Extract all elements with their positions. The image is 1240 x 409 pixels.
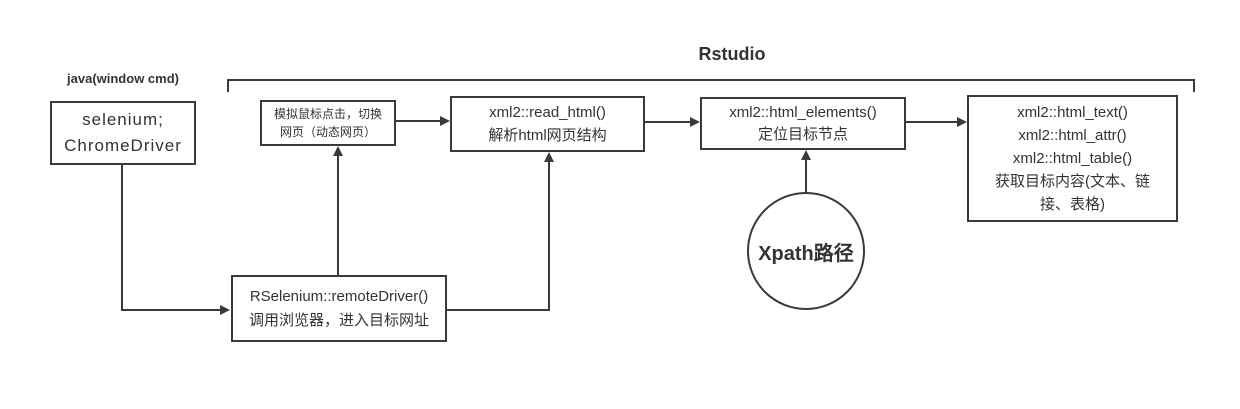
arrowhead-readhtml-to-elements-icon	[690, 117, 700, 127]
html-elements-box: xml2::html_elements() 定位目标节点	[700, 97, 906, 150]
html-elements-line1: xml2::html_elements()	[729, 103, 877, 121]
extract-content-line4: 获取目标内容(文本、链	[995, 173, 1150, 190]
html-elements-line2: 定位目标节点	[757, 125, 848, 143]
arrowhead-simulate-to-readhtml-icon	[440, 116, 450, 126]
connector-elements-to-extract-line	[906, 121, 959, 123]
selenium-chromedriver-box: selenium; ChromeDriver	[50, 101, 196, 165]
java-environment-label: java(window cmd)	[67, 71, 179, 86]
selenium-box-line1: selenium;	[82, 110, 164, 129]
connector-selenium-to-remotedriver-line	[121, 309, 221, 311]
connector-remotedriver-right-line	[447, 309, 550, 311]
arrowhead-elements-to-extract-icon	[957, 117, 967, 127]
extract-content-line5: 接、表格)	[1040, 196, 1105, 213]
connector-selenium-down-line	[121, 165, 123, 311]
simulate-click-line1: 模拟鼠标点击，切换	[273, 107, 382, 121]
read-html-box: xml2::read_html() 解析html网页结构	[450, 96, 645, 152]
extract-content-line2: xml2::html_attr()	[1018, 127, 1127, 144]
simulate-click-box: 模拟鼠标点击，切换 网页（动态网页）	[260, 100, 396, 146]
remote-driver-box: RSelenium::remoteDriver() 调用浏览器，进入目标网址	[231, 275, 447, 342]
connector-remotedriver-to-simulate-line	[337, 155, 339, 275]
extract-content-line1: xml2::html_text()	[1017, 104, 1128, 121]
xpath-circle: Xpath路径	[747, 192, 865, 310]
arrowhead-into-remotedriver-icon	[220, 305, 230, 315]
arrowhead-xpath-to-elements-icon	[801, 150, 811, 160]
remote-driver-line2: 调用浏览器，进入目标网址	[248, 311, 429, 329]
rstudio-scope-bracket	[227, 79, 1195, 92]
simulate-click-line2: 网页（动态网页）	[279, 125, 376, 139]
connector-remotedriver-to-readhtml-line	[548, 161, 550, 311]
selenium-box-line2: ChromeDriver	[64, 136, 182, 155]
read-html-line2: 解析html网页结构	[488, 127, 607, 144]
xpath-circle-label: Xpath路径	[758, 242, 854, 265]
remote-driver-line1: RSelenium::remoteDriver()	[249, 287, 429, 305]
extract-content-line3: xml2::html_table()	[1012, 150, 1133, 167]
connector-readhtml-to-elements-line	[645, 121, 692, 123]
read-html-line1: xml2::read_html()	[489, 104, 606, 121]
arrowhead-into-simulate-icon	[333, 146, 343, 156]
rstudio-section-title: Rstudio	[698, 44, 766, 64]
extract-content-box: xml2::html_text() xml2::html_attr() xml2…	[967, 95, 1178, 222]
arrowhead-into-readhtml-icon	[544, 152, 554, 162]
connector-simulate-to-readhtml-line	[396, 120, 442, 122]
connector-xpath-to-elements-line	[805, 159, 807, 193]
